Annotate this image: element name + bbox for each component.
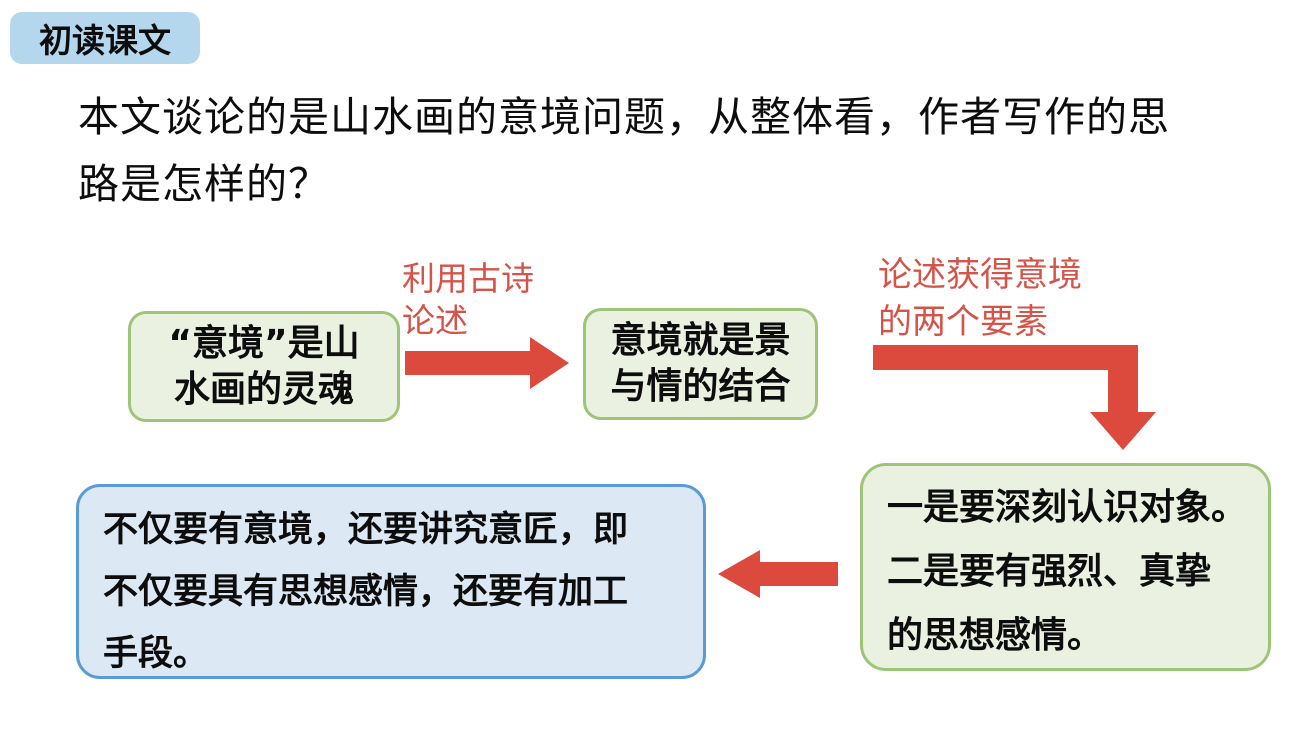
arrow-elbow-down-icon (873, 345, 1156, 450)
node-scene-emotion-combination: 意境就是景 与情的结合 (583, 308, 818, 420)
node-yijing-is-soul: “意境”是山 水画的灵魂 (128, 311, 400, 422)
node-line: 手段。 (103, 634, 209, 674)
lesson-stage-badge: 初读课文 (10, 12, 200, 64)
node-line: 二是要有强烈、真挚 (887, 551, 1212, 592)
edge-label-two-factors: 论述获得意境 的两个要素 (878, 252, 1082, 346)
node-line: 一是要深刻认识对象。 (887, 487, 1248, 528)
question-line-1: 本文谈论的是山水画的意境问题，从整体看，作者写作的思 (78, 93, 1170, 141)
badge-label: 初读课文 (39, 21, 171, 60)
node-two-requirements: 一是要深刻认识对象。 二是要有强烈、真挚 的思想感情。 (860, 463, 1271, 671)
node-line: 与情的结合 (610, 366, 791, 407)
node-line: 不仅要具有思想感情，还要有加工 (103, 572, 629, 612)
arrow-left-icon (718, 550, 838, 598)
edge-label-ancient-poems: 利用古诗 论述 (402, 258, 534, 342)
edge-label-line: 的两个要素 (878, 302, 1048, 342)
node-yijiang-conclusion: 不仅要有意境，还要讲究意匠，即 不仅要具有思想感情，还要有加工 手段。 (76, 484, 706, 679)
node-line: 不仅要有意境，还要讲究意匠，即 (103, 510, 629, 550)
edge-label-line: 论述获得意境 (878, 255, 1082, 295)
node-line: “意境”是山 (168, 322, 360, 364)
edge-label-line: 论述 (402, 301, 468, 340)
edge-label-line: 利用古诗 (402, 259, 534, 298)
node-line: 意境就是景 (610, 320, 791, 361)
question-text: 本文谈论的是山水画的意境问题，从整体看，作者写作的思 路是怎样的？ (78, 84, 1268, 218)
node-line: 的思想感情。 (887, 615, 1104, 656)
arrow-right-icon (405, 337, 569, 389)
node-line: 水画的灵魂 (173, 368, 354, 410)
question-line-2: 路是怎样的？ (78, 160, 330, 208)
